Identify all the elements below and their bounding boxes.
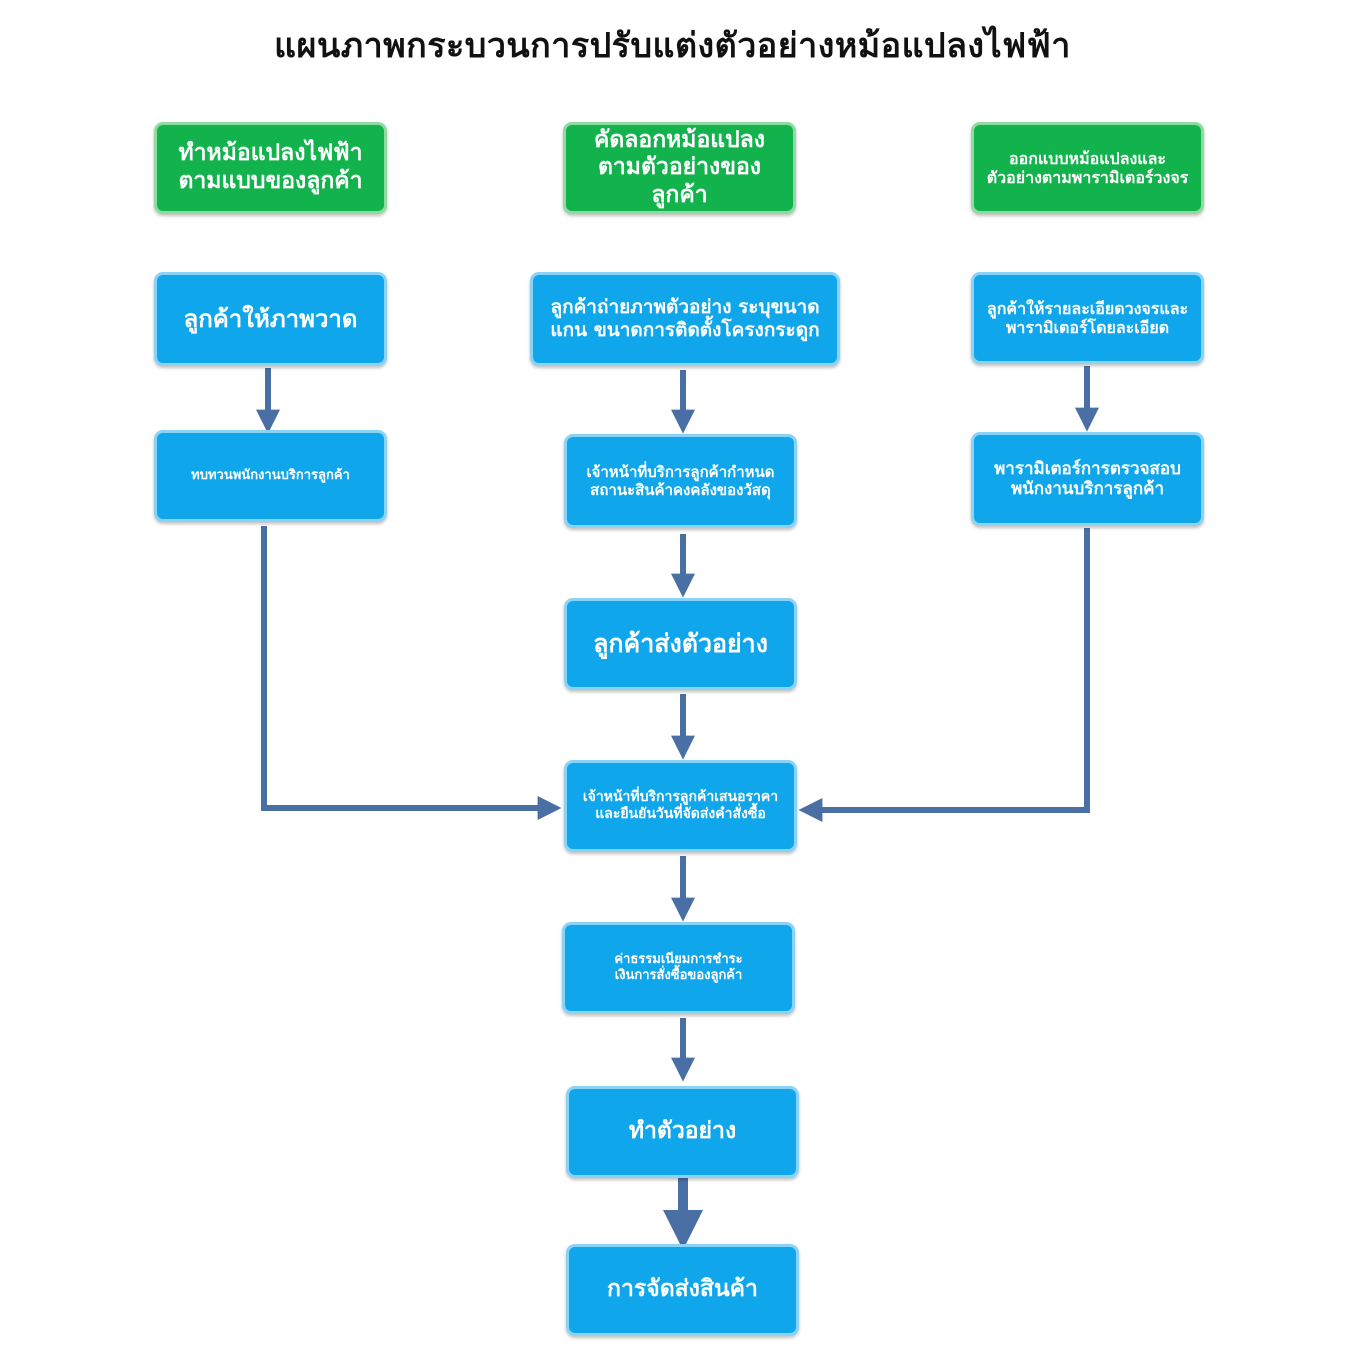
step-right-check: พารามิเตอร์การตรวจสอบพนักงานบริการลูกค้า — [971, 432, 1204, 526]
step-middle-send-sample: ลูกค้าส่งตัวอย่าง — [564, 598, 797, 690]
step-right-circuit: ลูกค้าให้รายละเอียดวงจรและพารามิเตอร์โดย… — [971, 272, 1204, 364]
step-middle-inventory: เจ้าหน้าที่บริการลูกค้ากำหนดสถานะสินค้าค… — [564, 434, 797, 528]
header-left: ทำหม้อแปลงไฟฟ้าตามแบบของลูกค้า — [154, 122, 387, 214]
step-make-sample: ทำตัวอย่าง — [566, 1086, 799, 1178]
step-left-drawing: ลูกค้าให้ภาพวาด — [154, 272, 387, 366]
header-middle: คัดลอกหม้อแปลงตามตัวอย่างของลูกค้า — [563, 122, 796, 214]
header-right: ออกแบบหม้อแปลงและตัวอย่างตามพารามิเตอร์ว… — [971, 122, 1204, 214]
arrow-left-to-quote — [261, 526, 562, 820]
step-left-review: ทบทวนพนักงานบริการลูกค้า — [154, 430, 387, 522]
step-delivery: การจัดส่งสินค้า — [566, 1244, 799, 1336]
arrow-right-to-quote — [798, 528, 1090, 822]
step-middle-photo: ลูกค้าถ่ายภาพตัวอย่าง ระบุขนาดแกน ขนาดกา… — [530, 272, 840, 366]
step-payment-fee: ค่าธรรมเนียมการชำระเงินการสั่งซื้อของลูก… — [562, 922, 795, 1014]
step-quote-confirm: เจ้าหน้าที่บริการลูกค้าเสนอราคาและยืนยัน… — [564, 760, 797, 852]
diagram-title: แผนภาพกระบวนการปรับแต่งตัวอย่างหม้อแปลงไ… — [274, 26, 1071, 66]
